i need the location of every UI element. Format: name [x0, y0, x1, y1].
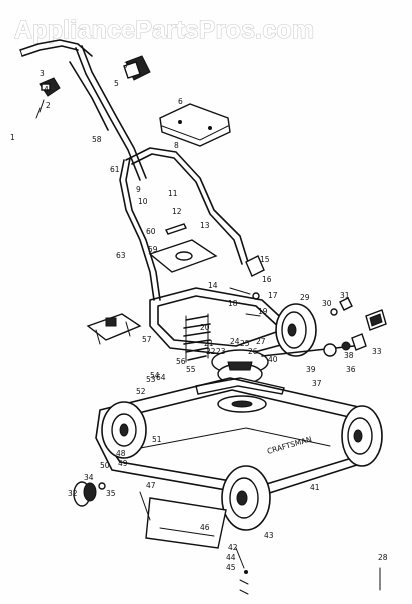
rear-wheel-right	[275, 303, 317, 357]
height-adjuster	[229, 255, 265, 317]
part-label-50: 50	[100, 461, 110, 470]
wheel-hub-parts	[73, 481, 106, 507]
part-label-47: 47	[146, 481, 156, 490]
motor-spring	[183, 313, 211, 363]
blade	[195, 377, 285, 413]
axle-bolts	[330, 297, 353, 316]
part-label-9: 9	[136, 185, 141, 194]
part-label-58: 58	[92, 135, 102, 144]
part-label-33: 33	[372, 347, 382, 356]
cord-clip	[86, 313, 142, 345]
part-label-59: 59	[148, 245, 158, 254]
part-label-20: 20	[200, 323, 210, 332]
part-label-21: 21	[204, 339, 214, 348]
cord-connector	[123, 55, 151, 81]
part-label-23: 23	[216, 347, 226, 356]
part-label-61: 61	[110, 165, 120, 174]
part-label-13: 13	[200, 221, 210, 230]
part-label-60: 60	[146, 227, 156, 236]
switch-box	[35, 77, 61, 119]
part-label-17: 17	[268, 291, 278, 300]
part-label-49: 49	[118, 459, 128, 468]
part-label-37: 37	[312, 379, 322, 388]
part-label-30: 30	[322, 299, 332, 308]
part-label-5: 5	[114, 79, 119, 88]
part-label-41: 41	[310, 483, 320, 492]
front-wheel-left	[101, 401, 147, 459]
mount-plate	[148, 239, 218, 273]
discharge-chute	[139, 491, 227, 549]
handle-lower	[119, 147, 249, 301]
part-label-16: 16	[262, 275, 272, 284]
part-label-63: 63	[116, 251, 126, 260]
part-label-1: 1	[10, 133, 15, 142]
part-label-38: 38	[344, 351, 354, 360]
bolt-stack	[235, 547, 249, 595]
part-label-39: 39	[306, 365, 316, 374]
part-label-14: 14	[208, 281, 218, 290]
part-label-34: 34	[84, 473, 94, 482]
part-label-51: 51	[152, 435, 162, 444]
handle-bracket	[159, 103, 231, 147]
part-label-11: 11	[168, 189, 178, 198]
part-label-56: 56	[176, 357, 186, 366]
part-label-28: 28	[378, 553, 388, 562]
part-label-45: 45	[226, 563, 236, 572]
part-label-25: 25	[240, 339, 250, 348]
part-label-46: 46	[200, 523, 210, 532]
part-label-18: 18	[228, 299, 238, 308]
part-label-22: 22	[206, 347, 216, 356]
part-label-26: 26	[248, 347, 258, 356]
part-label-35: 35	[106, 489, 116, 498]
handle-pin	[165, 223, 187, 235]
part-label-52: 52	[136, 387, 146, 396]
part-label-19: 19	[258, 307, 268, 316]
part-label-8: 8	[174, 141, 179, 150]
rear-wheel-lower-right	[341, 405, 383, 467]
part-label-55: 55	[186, 365, 196, 374]
axle-assembly	[261, 333, 367, 357]
part-label-6: 6	[178, 97, 183, 106]
part-label-36: 36	[346, 365, 356, 374]
part-label-53: 53	[146, 375, 156, 384]
part-label-2: 2	[46, 101, 51, 110]
handle-upper	[69, 45, 147, 181]
front-wheel-bottom	[221, 465, 271, 531]
part-label-3: 3	[40, 69, 45, 78]
part-label-44: 44	[226, 553, 236, 562]
part-label-64: 64	[156, 373, 166, 382]
part-label-43: 43	[264, 531, 274, 540]
part-label-12: 12	[172, 207, 182, 216]
part-label-4: 4	[44, 85, 49, 94]
part-label-48: 48	[116, 449, 126, 458]
part-label-27: 27	[256, 337, 266, 346]
part-label-54: 54	[150, 371, 160, 380]
part-label-31: 31	[340, 291, 350, 300]
part-label-42: 42	[228, 543, 238, 552]
part-label-29: 29	[300, 293, 310, 302]
height-lever	[365, 309, 387, 331]
part-label-57: 57	[142, 335, 152, 344]
part-label-7: 7	[124, 61, 129, 70]
part-label-15: 15	[260, 255, 270, 264]
part-label-10: 10	[138, 197, 148, 206]
part-label-24: 24	[230, 337, 240, 346]
part-label-32: 32	[68, 489, 78, 498]
watermark-text: AppliancePartsPros.com	[14, 16, 314, 44]
part-label-40: 40	[268, 355, 278, 364]
